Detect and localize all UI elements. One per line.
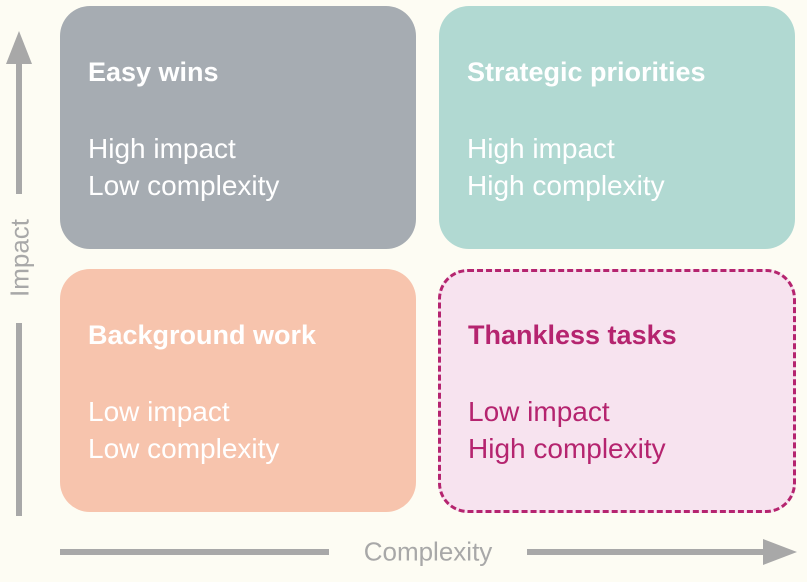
y-axis-arrowhead	[6, 31, 32, 64]
x-axis-arrow	[60, 539, 797, 565]
x-axis-line-right	[527, 549, 765, 555]
quadrant-title: Easy wins	[88, 57, 219, 87]
quadrant-title: Thankless tasks	[468, 320, 677, 350]
x-axis-label: Complexity	[363, 536, 493, 567]
y-axis-label: Impact	[4, 218, 35, 298]
quadrant-background-work: Background work Low impact Low complexit…	[60, 269, 416, 512]
quadrant-title: Background work	[88, 320, 317, 350]
quadrant-easy-wins: Easy wins High impact Low complexity	[60, 6, 416, 249]
quadrant-impact-text: High impact	[467, 133, 615, 164]
x-axis-line-left	[60, 549, 329, 555]
quadrant-complexity-text: Low complexity	[88, 433, 280, 464]
quadrant-impact-text: High impact	[88, 133, 236, 164]
quadrant-complexity-text: High complexity	[467, 170, 665, 201]
quadrant-strategic-priorities: Strategic priorities High impact High co…	[439, 6, 795, 249]
y-axis-line-upper	[16, 62, 22, 194]
quadrant-complexity-text: High complexity	[468, 433, 666, 464]
quadrant-thankless-tasks: Thankless tasks Low impact High complexi…	[438, 269, 796, 513]
y-axis-arrow	[6, 31, 32, 516]
y-axis-line-lower	[16, 323, 22, 516]
quadrant-title: Strategic priorities	[467, 57, 706, 87]
quadrant-complexity-text: Low complexity	[88, 170, 280, 201]
x-axis-arrowhead	[763, 539, 797, 565]
quadrant-impact-text: Low impact	[88, 396, 230, 427]
quadrant-impact-text: Low impact	[468, 396, 610, 427]
